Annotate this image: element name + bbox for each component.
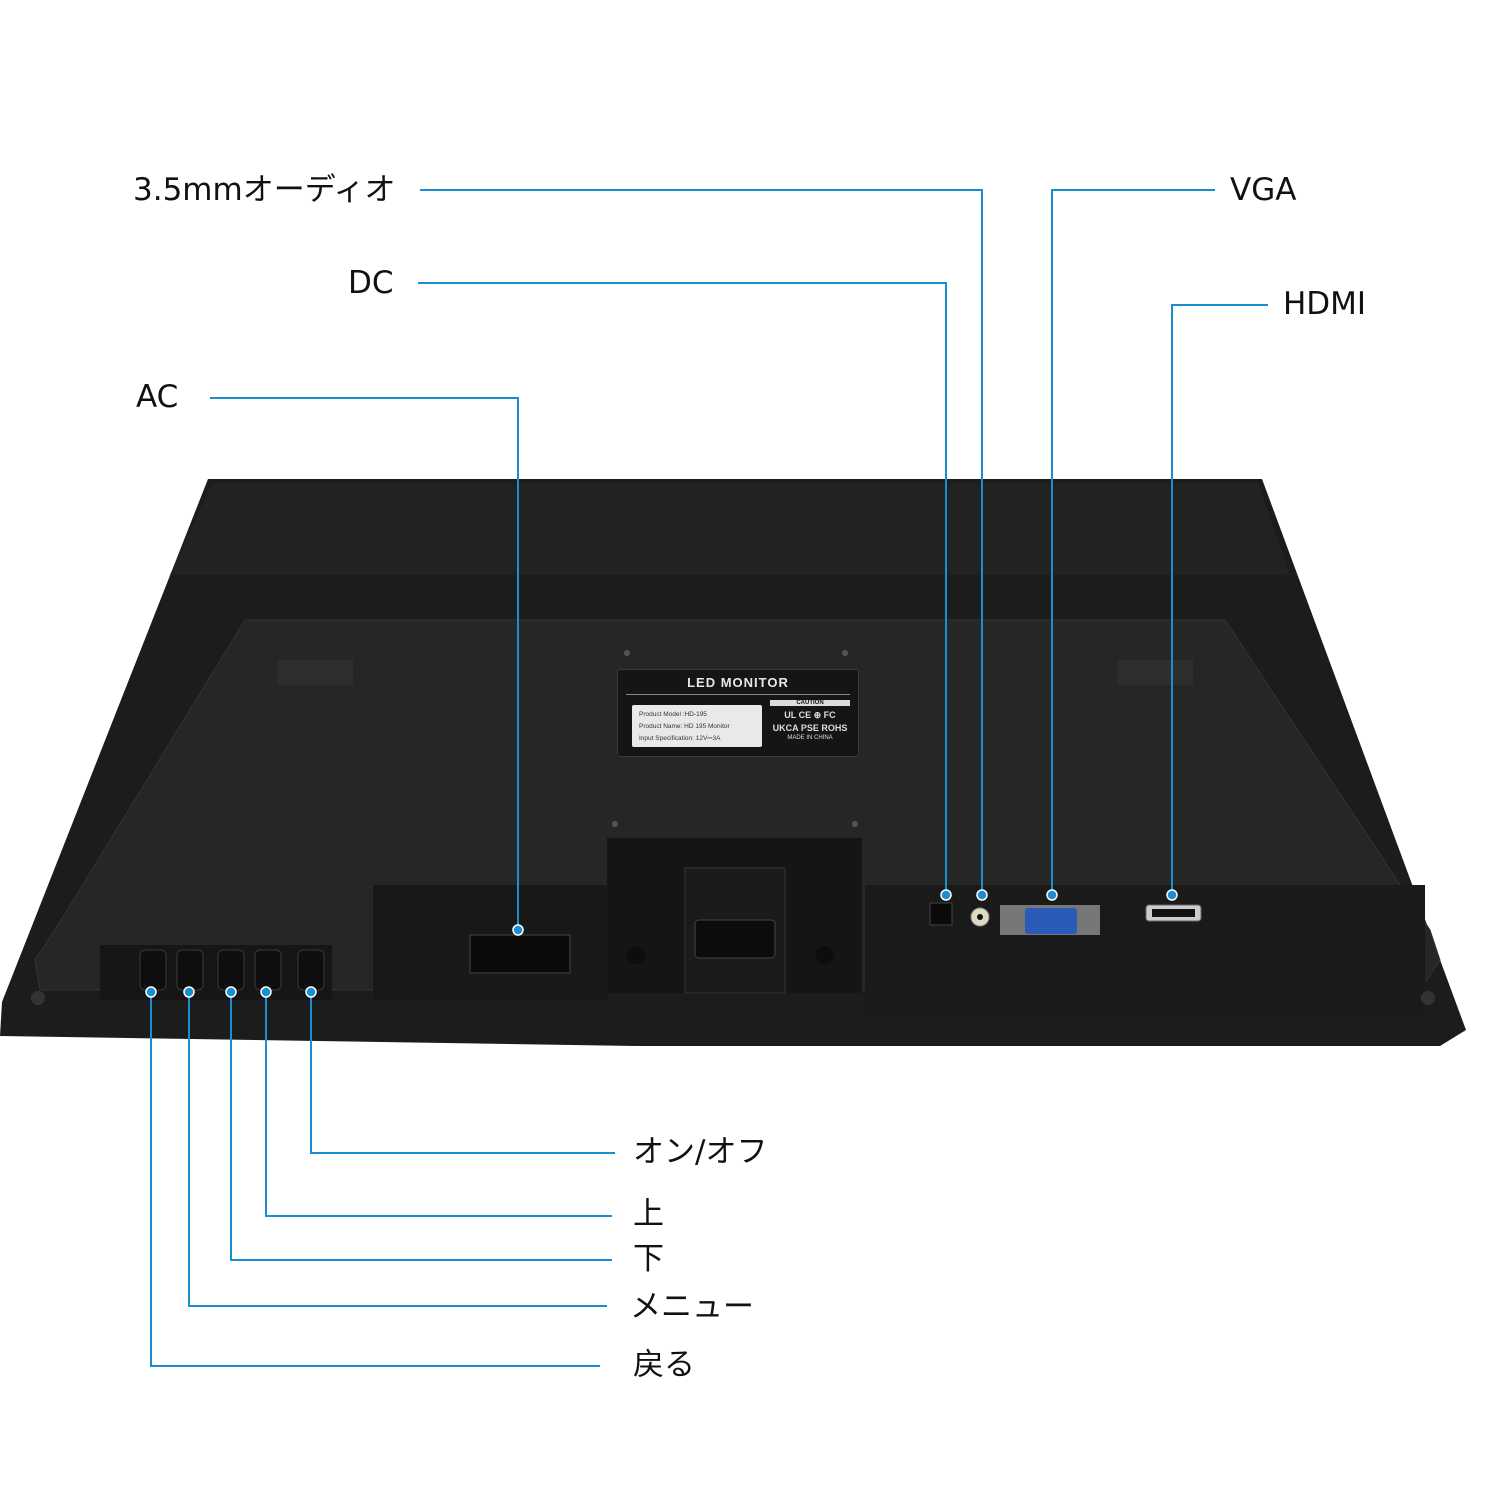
label-specs: Product Model :HD-195 Product Name: HD 1… <box>632 705 762 747</box>
stand-slot <box>694 919 776 959</box>
button-panel <box>100 945 332 1000</box>
callout-audio: 3.5mmオーディオ <box>133 172 396 208</box>
monitor-bezel-edge <box>170 483 1290 575</box>
made-in: MADE IN CHINA <box>787 735 833 741</box>
label-title: LED MONITOR <box>687 675 789 690</box>
label-certifications: CAUTION UL CE ⊕ FC UKCA PSE ROHS MADE IN… <box>770 700 850 741</box>
dc-port <box>929 902 953 926</box>
callout-dc: DC <box>348 265 394 301</box>
callout-power: オン/オフ <box>633 1134 768 1170</box>
label-name: Product Name: HD 195 Monitor <box>639 723 730 730</box>
speaker-grille-left <box>278 660 353 685</box>
callout-menu: メニュー <box>630 1289 754 1325</box>
screw <box>816 946 834 964</box>
callout-lines <box>150 189 1268 1367</box>
callout-vga: VGA <box>1230 172 1297 208</box>
screw <box>1421 991 1435 1005</box>
cert-marks: UL CE ⊕ FC <box>784 710 836 720</box>
screw <box>31 991 45 1005</box>
callout-back: 戻る <box>633 1347 695 1383</box>
callout-up: 上 <box>633 1196 664 1232</box>
ac-socket <box>469 934 571 974</box>
speaker-grille-right <box>1118 660 1193 685</box>
callout-dots <box>145 889 1178 998</box>
vga-port <box>1025 908 1077 934</box>
callout-down: 下 <box>633 1241 664 1277</box>
cert-marks: UKCA PSE ROHS <box>772 723 848 733</box>
label-input: Input Specification: 12V⎓3A <box>639 735 721 742</box>
caution-text: CAUTION <box>770 700 850 706</box>
product-label: LED MONITOR Product Model :HD-195 Produc… <box>617 669 859 757</box>
label-model: Product Model :HD-195 <box>639 711 707 718</box>
callout-ac: AC <box>136 379 179 415</box>
vesa-holes <box>612 650 858 827</box>
callout-hdmi: HDMI <box>1283 286 1367 322</box>
port-panel <box>865 885 1425 1015</box>
screw <box>627 946 645 964</box>
